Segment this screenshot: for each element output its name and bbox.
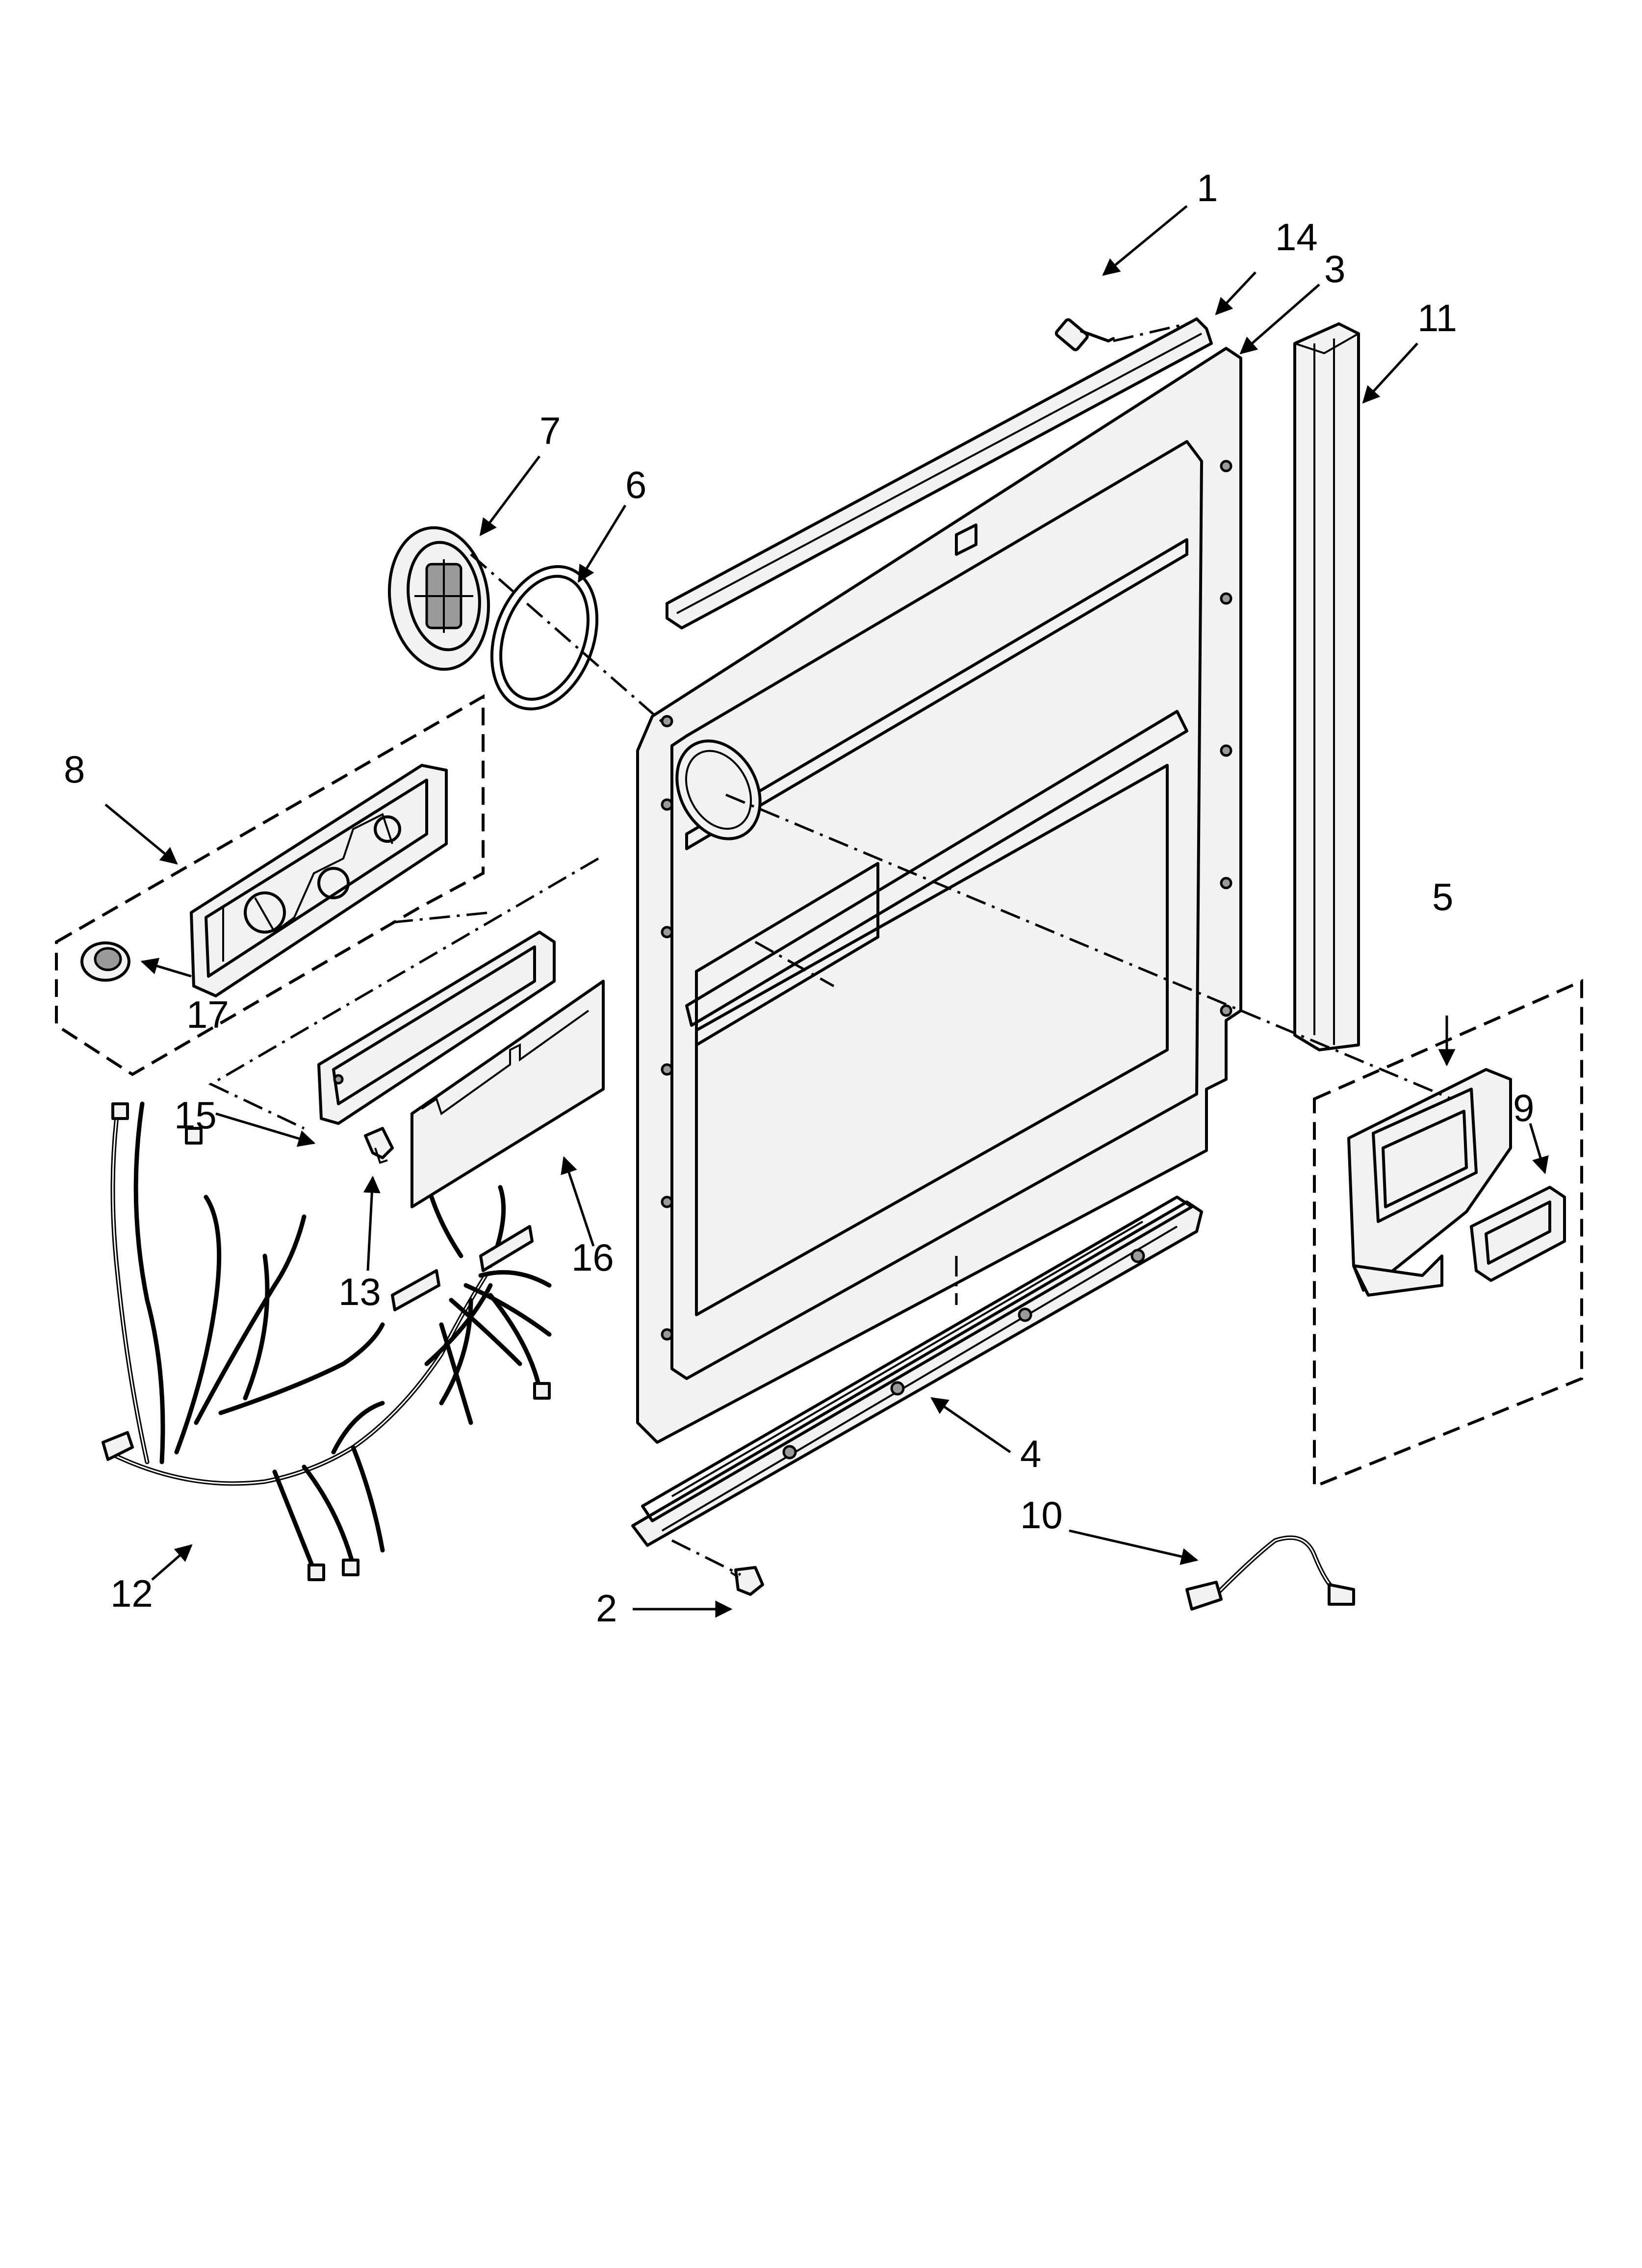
callout-14: 14 xyxy=(1275,215,1318,259)
vent-gasket xyxy=(490,565,599,711)
callout-4: 4 xyxy=(1020,1432,1041,1475)
jumper-wire xyxy=(1185,1535,1355,1611)
callout-10: 10 xyxy=(1020,1493,1063,1537)
assembly-lines xyxy=(208,322,1452,1576)
screw-13 xyxy=(364,1127,394,1164)
latch-gasket xyxy=(1470,1186,1566,1282)
callout-1: 1 xyxy=(1197,166,1218,209)
callout-16: 16 xyxy=(571,1236,614,1279)
top-channel-trim xyxy=(666,317,1213,629)
callout-2: 2 xyxy=(596,1587,617,1630)
wire-harness xyxy=(102,1101,552,1581)
side-door-seal xyxy=(1293,322,1360,1051)
screw-2 xyxy=(730,1566,764,1596)
callout-7: 7 xyxy=(539,409,561,452)
callout-9: 9 xyxy=(1513,1086,1534,1129)
vent-assembly xyxy=(387,526,490,671)
callout-17: 17 xyxy=(186,993,229,1036)
callout-6: 6 xyxy=(625,463,646,506)
inner-door-panel xyxy=(636,347,1242,1444)
callout-13: 13 xyxy=(338,1270,381,1313)
control-knob xyxy=(80,941,130,982)
control-housing-assembly xyxy=(55,694,485,1076)
control-insulation-board xyxy=(410,980,605,1208)
callout-5: 5 xyxy=(1432,875,1453,918)
screw-1 xyxy=(1054,318,1115,351)
callout-3: 3 xyxy=(1324,247,1345,290)
callout-15: 15 xyxy=(174,1094,217,1137)
door-latch-assembly xyxy=(1313,979,1583,1489)
bottom-trim xyxy=(631,1196,1203,1547)
callout-11: 11 xyxy=(1417,296,1457,339)
leader-arrows xyxy=(104,205,1549,1618)
callout-8: 8 xyxy=(64,748,85,791)
callout-12: 12 xyxy=(110,1572,153,1615)
control-board-bracket xyxy=(317,931,556,1125)
